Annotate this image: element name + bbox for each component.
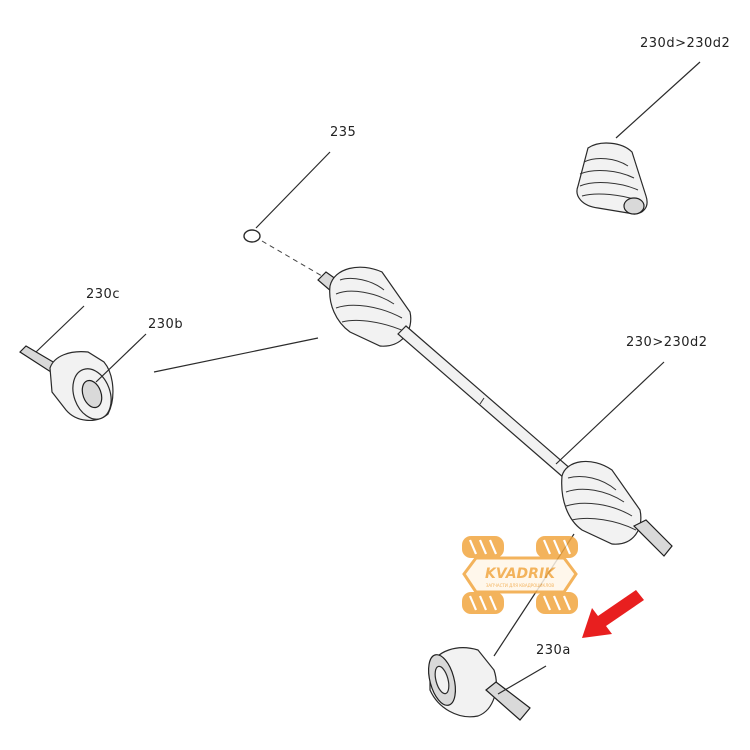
label-outer-joint: 230b bbox=[148, 317, 183, 332]
circlip-part bbox=[243, 229, 261, 243]
leader-inner-joint-label bbox=[497, 665, 547, 695]
label-inner-joint: 230a bbox=[536, 643, 571, 658]
red-pointer-arrow-icon bbox=[582, 590, 644, 638]
label-shaft-end: 230c bbox=[86, 287, 120, 302]
axle-shaft-part bbox=[261, 240, 673, 557]
label-axle-kit: 230>230d2 bbox=[626, 335, 708, 350]
leader-outer-joint-to-shaft bbox=[153, 337, 319, 373]
outer-joint-part bbox=[19, 345, 114, 421]
boot-kit-part bbox=[576, 142, 648, 215]
leader-shaft-end bbox=[35, 305, 85, 353]
label-boot-kit: 230d>230d2 bbox=[640, 36, 730, 51]
logo-tagline: ЗАПЧАСТИ ДЛЯ КВАДРОЦИКЛОВ bbox=[486, 583, 555, 588]
inner-joint-part bbox=[427, 647, 531, 721]
label-circlip: 235 bbox=[330, 125, 356, 140]
leader-circlip bbox=[255, 151, 331, 229]
leader-boot-kit bbox=[615, 61, 701, 139]
logo-wordmark: KVADRIK bbox=[485, 566, 556, 582]
leader-axle-kit bbox=[555, 361, 665, 465]
kvadrik-logo-watermark: KVADRIK ЗАПЧАСТИ ДЛЯ КВАДРОЦИКЛОВ bbox=[462, 536, 578, 614]
leader-outer-joint bbox=[95, 333, 147, 383]
